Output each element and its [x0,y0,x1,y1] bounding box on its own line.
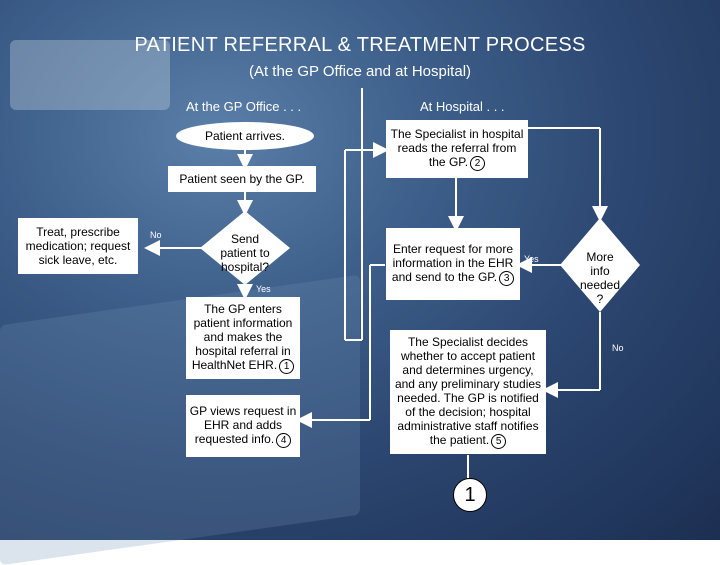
edge-label-yes-down: Yes [256,284,271,294]
node-enter-request-label: Enter request for more information in th… [388,242,518,286]
send-decision-diamond [200,211,290,285]
step-badge-5: 5 [491,433,507,449]
column-hospital: At Hospital . . . [420,99,505,114]
column-gp-office: At the GP Office . . . [186,99,302,114]
node-gp-enters-label: The GP enters patient information and ma… [188,302,298,374]
flow-connectors [144,142,640,428]
page-number-badge: 1 [453,478,487,512]
page-title: PATIENT REFERRAL & TREATMENT PROCESS [134,34,586,56]
step-badge-1: 1 [279,358,295,374]
node-specialist-decides: The Specialist decides whether to accept… [390,330,546,454]
step-badge-3: 3 [499,270,515,286]
node-enter-request-text: Enter request for more information in th… [391,242,514,285]
node-specialist-reads-text: The Specialist in hospital reads the ref… [390,127,524,170]
node-patient-seen: Patient seen by the GP. [168,166,316,192]
node-gp-views-text: GP views request in EHR and adds request… [189,404,297,447]
node-specialist-reads-label: The Specialist in hospital reads the ref… [388,127,526,171]
node-specialist-reads: The Specialist in hospital reads the ref… [386,120,528,178]
background-screen-shape [10,40,170,110]
node-patient-arrives: Patient arrives. [176,122,314,150]
more-info-decision-diamond [560,218,640,312]
node-specialist-decides-text: The Specialist decides whether to accept… [394,335,542,448]
node-patient-arrives-label: Patient arrives. [204,129,286,143]
node-more-info-decision-label: More info needed ? [579,250,621,306]
step-badge-2: 2 [470,155,486,171]
node-gp-enters: The GP enters patient information and ma… [186,297,300,379]
page-subtitle: (At the GP Office and at Hospital) [248,63,472,80]
edge-label-yes-right: Yes [524,254,539,264]
node-send-decision-label: Send patient to hospital? [220,232,270,274]
node-patient-seen-label: Patient seen by the GP. [179,172,305,186]
node-gp-views: GP views request in EHR and adds request… [186,395,300,457]
node-gp-views-label: GP views request in EHR and adds request… [188,404,298,448]
node-treat: Treat, prescribe medication; request sic… [18,218,138,274]
node-treat-label: Treat, prescribe medication; request sic… [25,225,131,267]
step-badge-4: 4 [276,432,292,448]
node-enter-request: Enter request for more information in th… [386,228,520,300]
edge-label-no-left: No [150,230,162,240]
edge-label-no-right: No [612,343,624,353]
node-gp-enters-text: The GP enters patient information and ma… [191,302,293,373]
node-specialist-decides-label: The Specialist decides whether to accept… [393,335,543,449]
